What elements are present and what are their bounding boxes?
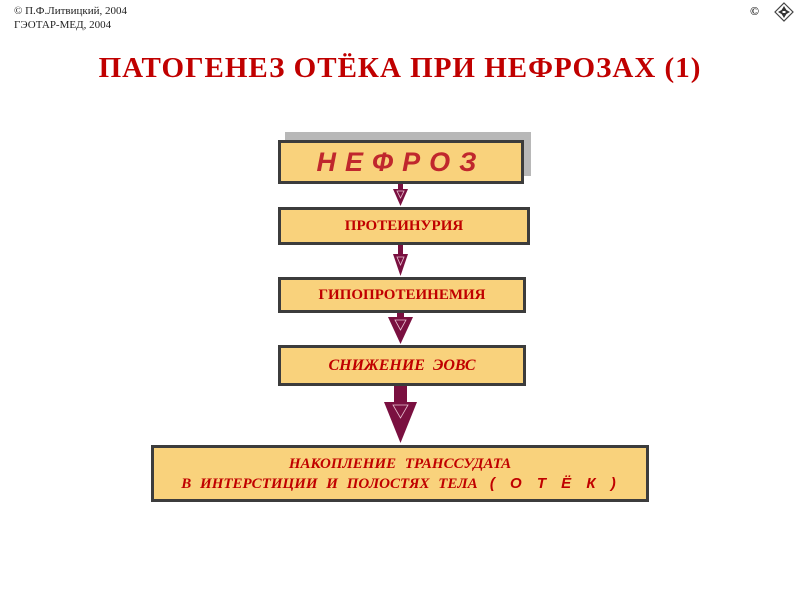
- page-title: ПАТОГЕНЕЗ ОТЁКА ПРИ НЕФРОЗАХ (1): [98, 52, 702, 84]
- final-line-2: В ИНТЕРСТИЦИИ И ПОЛОСТЯХ ТЕЛА ( О Т Ё К …: [181, 474, 618, 494]
- arrow-2: [393, 245, 408, 276]
- navigation-diamond-icon[interactable]: [774, 2, 794, 22]
- copyright-block: © П.Ф.Литвицкий, 2004 ГЭОТАР-МЕД, 2004: [14, 4, 127, 32]
- step-nefroz: НЕФРОЗ: [278, 140, 524, 184]
- otek-label: ( О Т Ё К ): [477, 474, 619, 492]
- arrow-4: [384, 386, 417, 443]
- copyright-line-2: ГЭОТАР-МЕД, 2004: [14, 19, 112, 31]
- step-hypoproteinemia: ГИПОПРОТЕИНЕМИЯ: [278, 277, 526, 313]
- copyright-symbol: ©: [750, 4, 759, 18]
- final-line-2-text: В ИНТЕРСТИЦИИ И ПОЛОСТЯХ ТЕЛА: [181, 475, 478, 492]
- arrow-3: [388, 313, 413, 344]
- copyright-line-1: © П.Ф.Литвицкий, 2004: [14, 5, 127, 17]
- step-transudate-accumulation: НАКОПЛЕНИЕ ТРАНССУДАТА В ИНТЕРСТИЦИИ И П…: [151, 445, 649, 502]
- step-proteinuria: ПРОТЕИНУРИЯ: [278, 207, 530, 245]
- step-eovs-decrease: СНИЖЕНИЕ ЭОВС: [278, 345, 526, 386]
- final-line-1: НАКОПЛЕНИЕ ТРАНССУДАТА: [288, 455, 512, 472]
- arrow-1: [393, 184, 408, 206]
